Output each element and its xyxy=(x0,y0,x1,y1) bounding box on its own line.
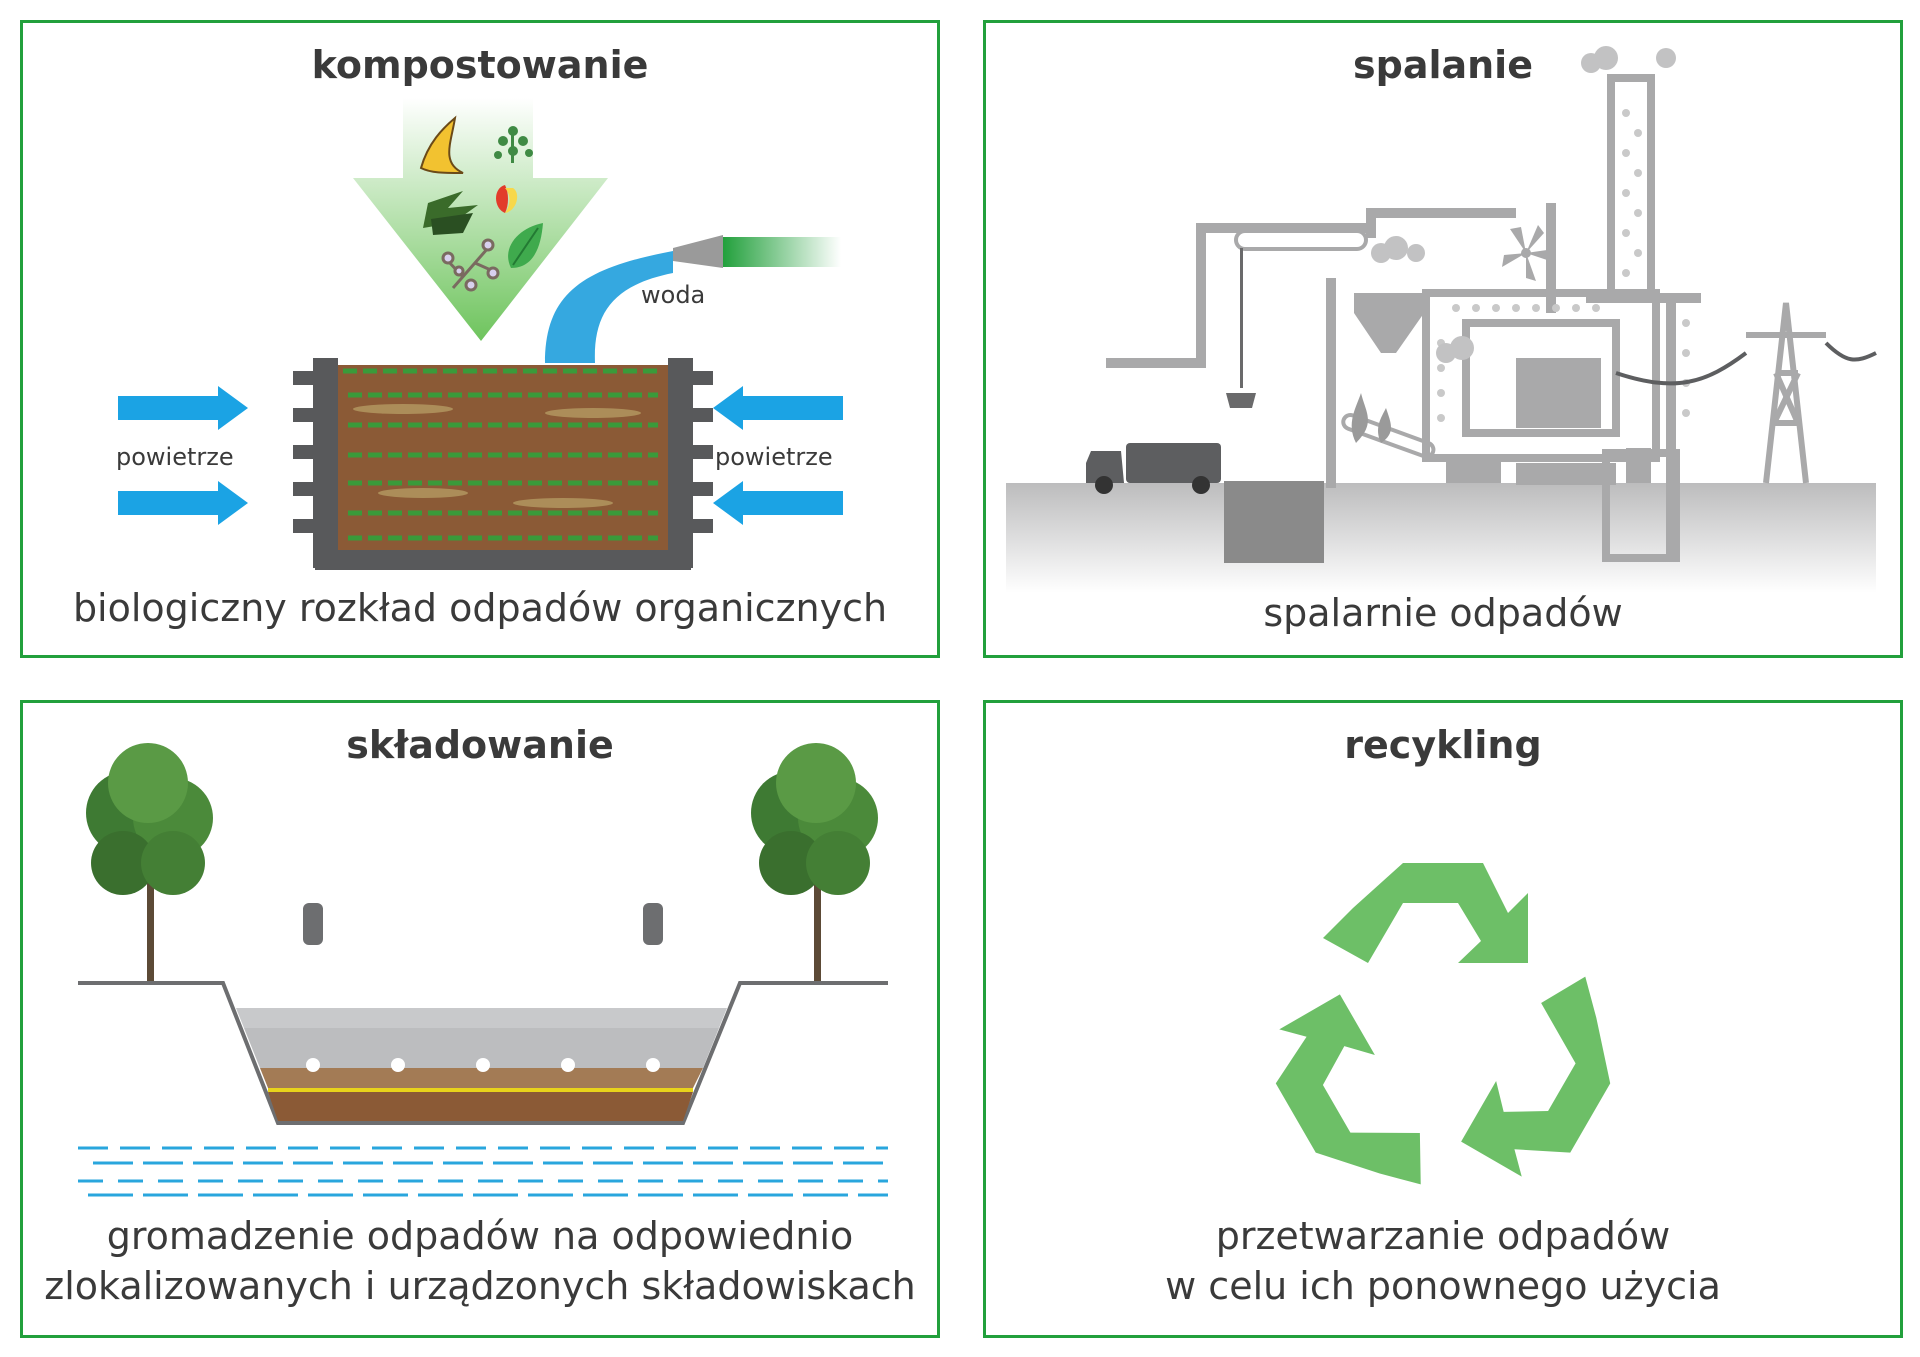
hose-icon xyxy=(723,237,841,267)
recycle-icon xyxy=(1275,863,1611,1185)
waste-pit xyxy=(1224,481,1324,563)
recycling-title: recykling xyxy=(1344,723,1542,767)
composting-title: kompostowanie xyxy=(311,43,649,87)
tree-icon xyxy=(751,743,878,983)
drainage-pipes xyxy=(306,1058,660,1072)
landfill-caption-line2: zlokalizowanych i urządzonych składowisk… xyxy=(44,1264,916,1308)
hose-nozzle xyxy=(673,235,723,268)
landfill-title: składowanie xyxy=(346,723,614,767)
air-arrows-right xyxy=(713,386,843,525)
recycling-panel: recykling przetwarzanie odpadów w celu i… xyxy=(983,700,1903,1338)
ground-line xyxy=(78,981,888,1125)
composting-caption: biologiczny rozkład odpadów organicznych xyxy=(72,586,888,630)
composting-panel: kompostowanie xyxy=(20,20,940,658)
input-arrow xyxy=(353,98,608,341)
recycling-caption-line1: przetwarzanie odpadów xyxy=(1215,1214,1671,1258)
power-cable xyxy=(1615,351,1748,386)
apple-core-icon xyxy=(496,185,518,213)
incineration-panel: spalanie xyxy=(983,20,1903,658)
flames xyxy=(1351,393,1391,443)
container-wall-left xyxy=(313,358,338,568)
landfill-illustration xyxy=(78,743,888,1197)
landfill-caption-line1: gromadzenie odpadów na odpowiednio xyxy=(106,1214,854,1258)
gas-vent xyxy=(303,903,323,945)
pylon-icon xyxy=(1746,302,1826,484)
air-left-label: powietrze xyxy=(116,443,234,471)
groundwater xyxy=(78,1146,888,1197)
recycling-caption-line2: w celu ich ponownego użycia xyxy=(1165,1264,1721,1308)
factory-structure xyxy=(1106,74,1701,562)
flue-gas xyxy=(1437,109,1690,422)
compost-layers xyxy=(343,368,663,541)
herb-icon xyxy=(494,126,533,163)
smoke xyxy=(1371,46,1676,363)
leaf-icon xyxy=(508,223,543,268)
recycle-arrow-left xyxy=(1275,994,1421,1185)
truck-icon xyxy=(1086,443,1221,494)
ground xyxy=(1006,483,1876,593)
container-wall-right xyxy=(668,358,693,568)
fan-icon xyxy=(1502,225,1554,281)
tree-icon xyxy=(86,743,213,983)
incineration-illustration xyxy=(1006,46,1877,593)
landfill-panel: składowanie xyxy=(20,700,940,1338)
air-right-label: powietrze xyxy=(715,443,833,471)
water-label: woda xyxy=(641,281,706,309)
composting-illustration xyxy=(118,98,843,570)
recycle-arrow-top xyxy=(1323,863,1528,963)
crane-grab xyxy=(1226,248,1256,408)
air-arrows-left xyxy=(118,386,248,525)
grass-icon xyxy=(423,191,478,235)
water-stream xyxy=(545,251,673,363)
recycle-arrow-right xyxy=(1461,976,1611,1177)
banana-peel-icon xyxy=(419,115,464,174)
branch-icon xyxy=(441,238,500,292)
gas-vent xyxy=(643,903,663,945)
incineration-caption: spalarnie odpadów xyxy=(1263,591,1623,635)
incineration-title: spalanie xyxy=(1353,43,1533,87)
